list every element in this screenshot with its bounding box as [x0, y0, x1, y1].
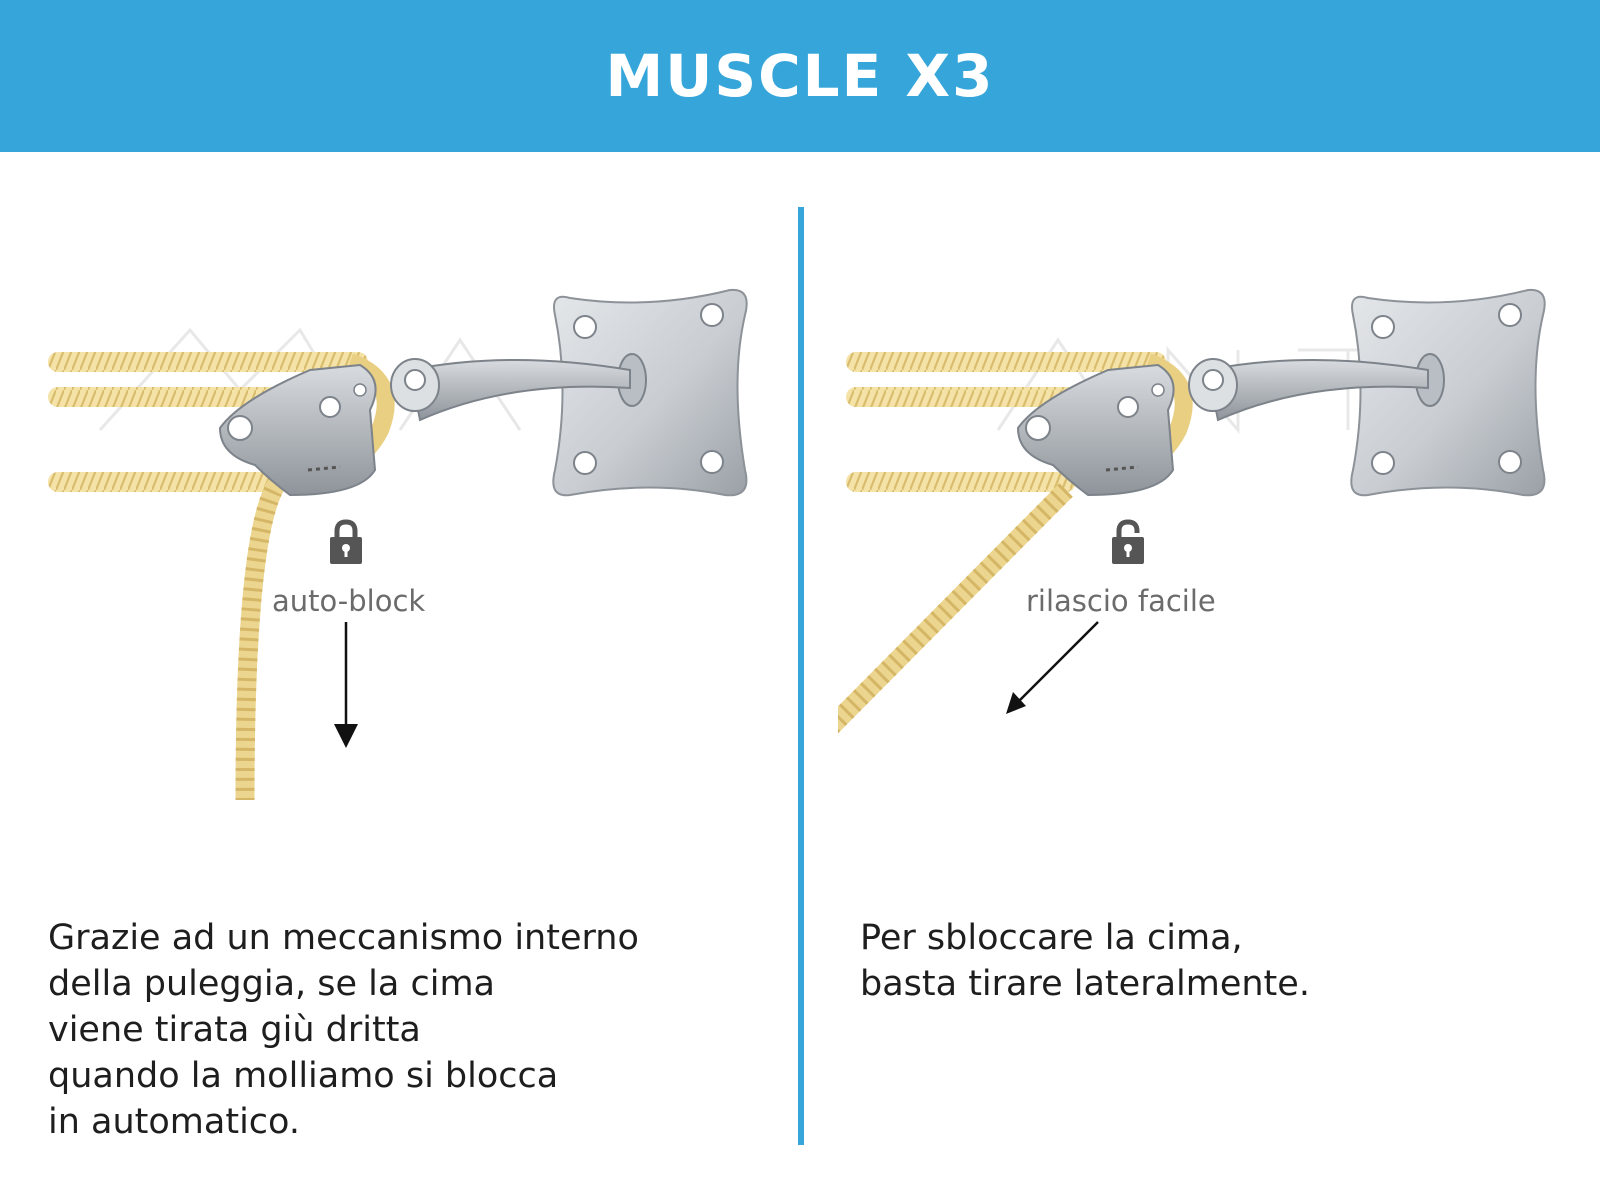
caption-line: in automatico.	[48, 1102, 300, 1142]
rope-pull-down	[235, 476, 287, 801]
caption-line: della puleggia, se la cima	[48, 964, 495, 1004]
page-title: MUSCLE X3	[605, 42, 995, 110]
caption-line: quando la molliamo si blocca	[48, 1056, 559, 1096]
pull-direction-arrow	[1006, 621, 1099, 714]
rope-bottom	[846, 472, 1076, 492]
swivel-arm	[1206, 359, 1429, 422]
pulley-block	[1016, 363, 1175, 497]
pull-direction-arrow	[334, 622, 358, 748]
rope-bottom	[48, 472, 278, 492]
caption-line: viene tirata giù dritta	[48, 1010, 421, 1050]
caption-line: basta tirare lateralmente.	[860, 964, 1310, 1004]
auto-block-label: auto-block	[272, 584, 426, 618]
title-bar	[0, 0, 1600, 152]
left-block-diagram	[48, 288, 748, 801]
right-block-diagram	[838, 288, 1546, 734]
rope-top	[48, 352, 368, 372]
right-caption: Per sbloccare la cima, basta tirare late…	[860, 915, 1310, 1007]
lock-closed-icon	[330, 519, 362, 564]
panel-divider	[798, 207, 804, 1145]
swivel-arm	[408, 359, 631, 422]
rope-top	[846, 352, 1166, 372]
left-caption: Grazie ad un meccanismo interno della pu…	[48, 915, 639, 1145]
caption-line: Grazie ad un meccanismo interno	[48, 918, 639, 958]
easy-release-label: rilascio facile	[1026, 584, 1216, 618]
pulley-block	[218, 363, 377, 497]
lock-open-icon	[1112, 519, 1144, 564]
caption-line: Per sbloccare la cima,	[860, 918, 1243, 958]
